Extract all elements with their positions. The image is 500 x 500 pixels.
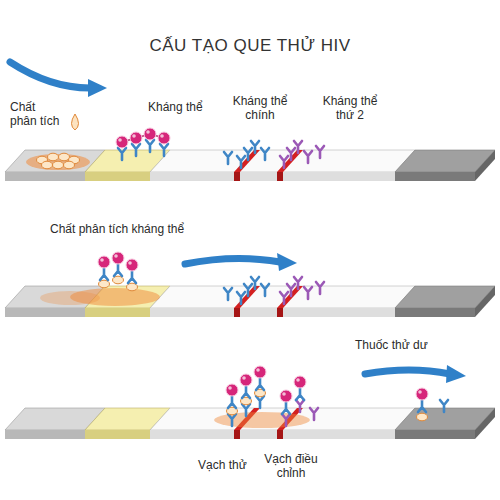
primary-antibody-label: Kháng thể chính <box>226 94 294 122</box>
analyte-label: Chất phân tích <box>10 100 62 128</box>
diagram-title: CẤU TẠO QUE THỬ HIV <box>0 36 500 56</box>
control-line-label: Vạch điều chỉnh <box>262 452 320 480</box>
antibody-label: Kháng thể <box>148 100 203 114</box>
test-line-label: Vạch thử <box>198 458 247 472</box>
analyte-antibody-label: Chất phân tích kháng thể <box>50 222 184 236</box>
excess-reagent-label: Thuốc thử dư <box>355 338 428 352</box>
secondary-antibody-label: Kháng thể thứ 2 <box>314 94 386 122</box>
